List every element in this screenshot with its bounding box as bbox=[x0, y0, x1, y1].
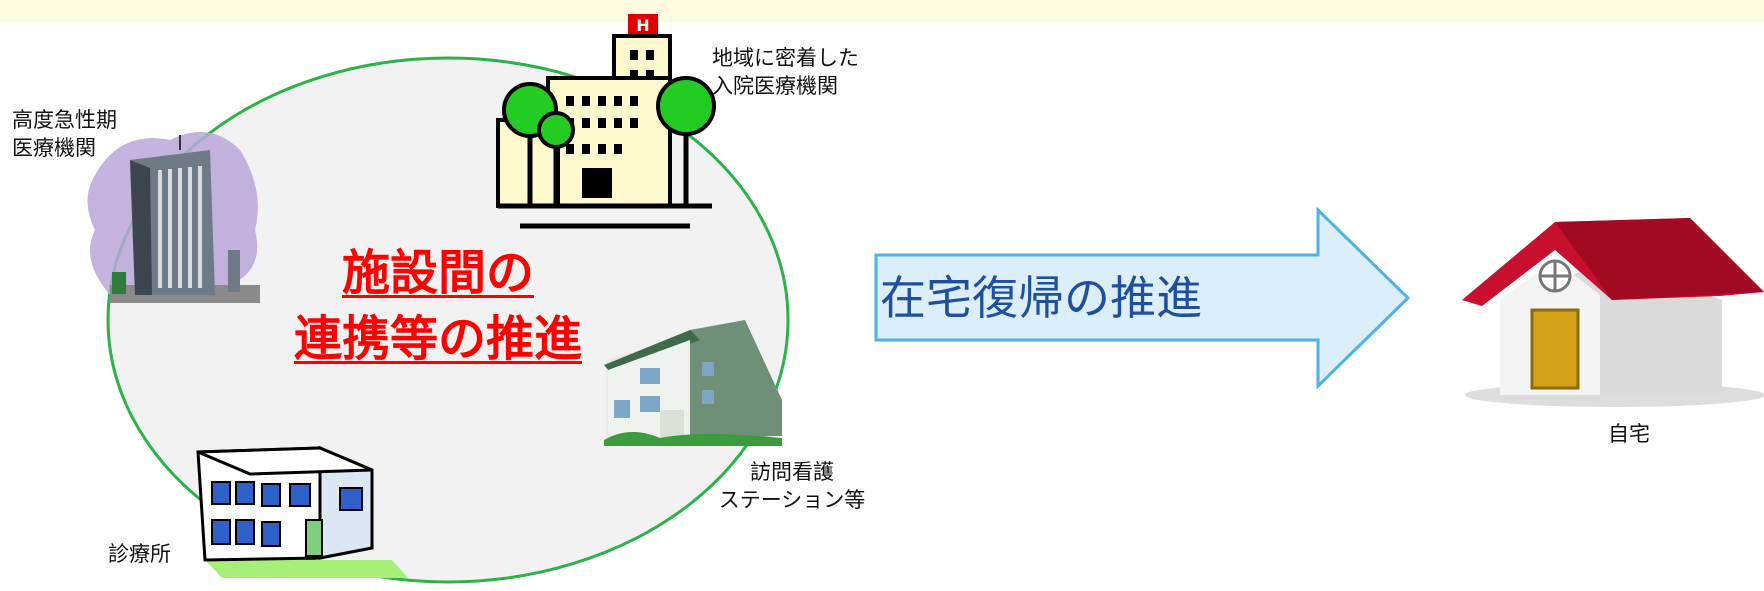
home-label: 自宅 bbox=[1608, 422, 1650, 446]
home-icon bbox=[1462, 218, 1764, 407]
nursing-station-icon bbox=[604, 320, 782, 446]
community-hospital-icon: H bbox=[496, 14, 716, 229]
arrow-label: 在宅復帰の推進 bbox=[880, 271, 1202, 325]
clinic-label: 診療所 bbox=[108, 542, 171, 566]
center-line-2: 連携等の推進 bbox=[293, 311, 582, 367]
top-band bbox=[0, 0, 1764, 22]
home-return-arrow bbox=[874, 206, 1411, 390]
high-rise-hospital-icon bbox=[87, 132, 260, 303]
svg-text:H: H bbox=[636, 16, 649, 35]
nursing-station-label: 訪問看護 ステーション等 bbox=[718, 460, 866, 512]
clinic-icon bbox=[196, 445, 408, 578]
advanced-acute-label: 高度急性期 医療機関 bbox=[12, 108, 117, 160]
community-hospital-label: 地域に密着した 入院医療機関 bbox=[712, 46, 859, 98]
center-message: 施設間の 連携等の推進 bbox=[258, 240, 618, 372]
center-line-1: 施設間の bbox=[341, 245, 534, 301]
